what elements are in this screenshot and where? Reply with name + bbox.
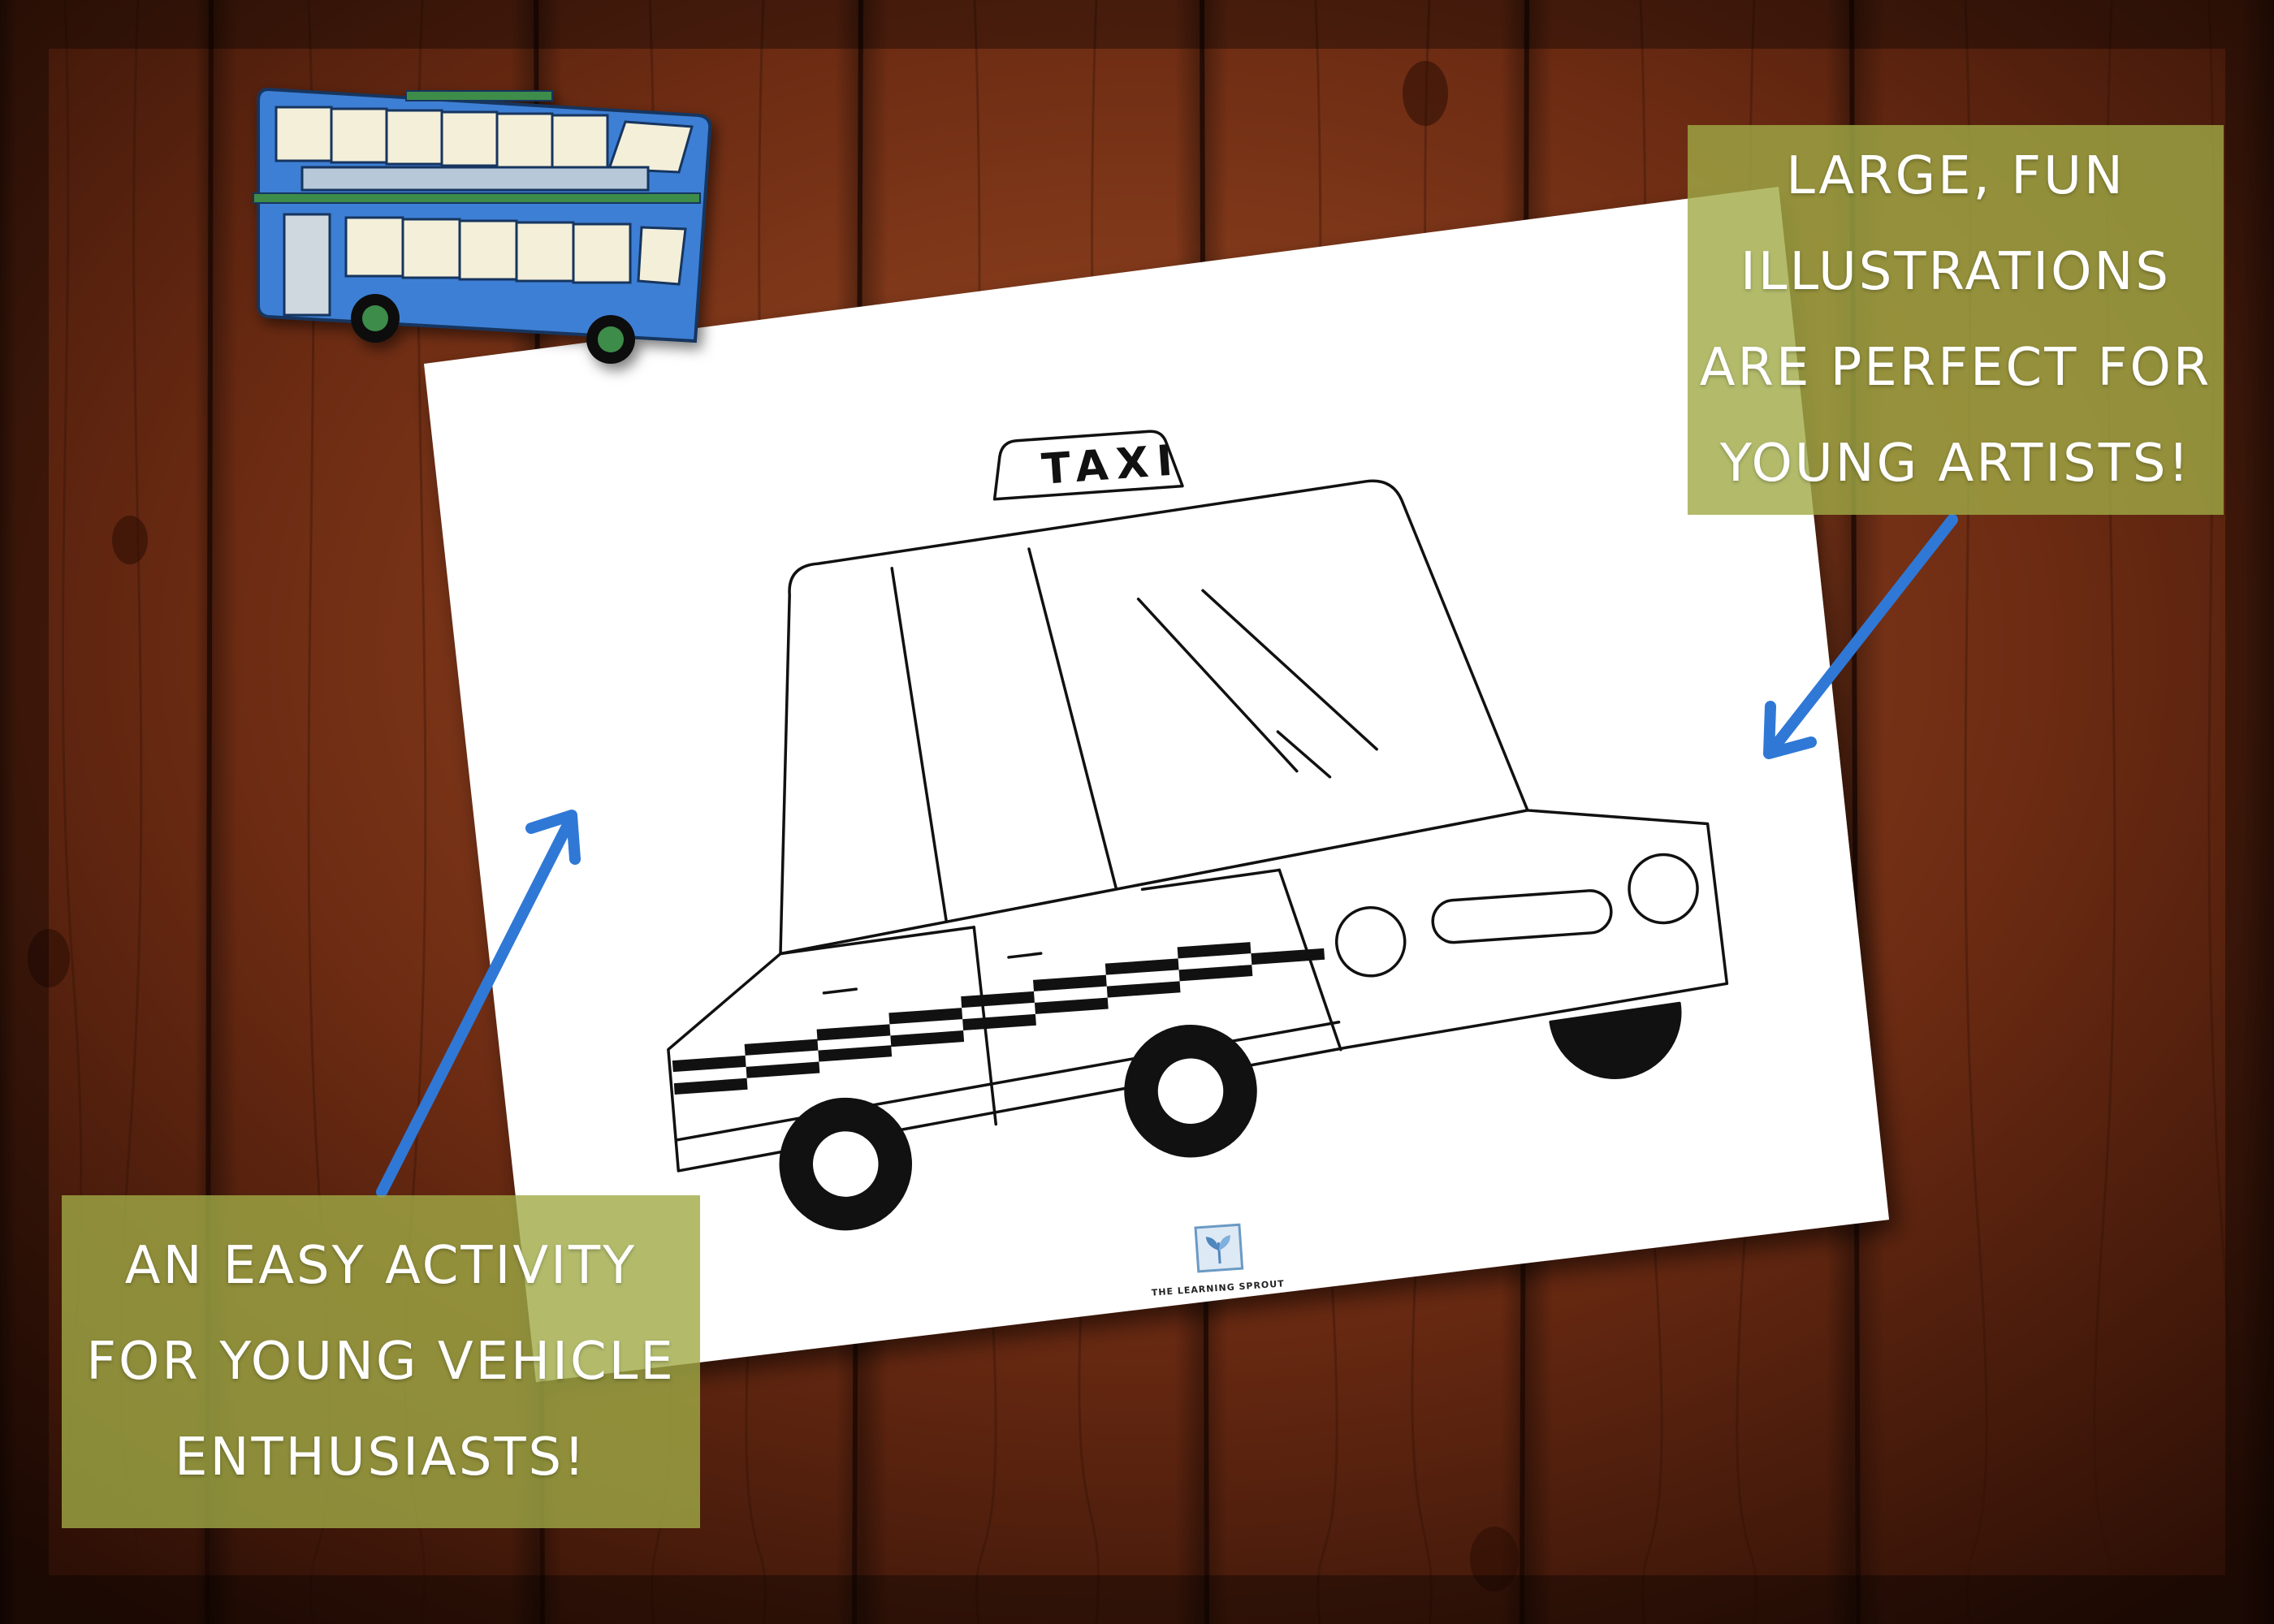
arrow-to-worksheet-bottom (376, 810, 581, 1198)
checker-stripe (672, 942, 1325, 1095)
bottom-caption-line: FOR YOUNG VEHICLE (86, 1332, 676, 1392)
sprout-leaf-icon (1194, 1223, 1244, 1273)
top-caption-line: LARGE, FUN (1786, 146, 2125, 206)
top-caption-line: ARE PERFECT FOR (1699, 338, 2212, 398)
top-caption-box: LARGE, FUN ILLUSTRATIONS ARE PERFECT FOR… (1688, 125, 2224, 515)
taxi-car-illustration (667, 430, 1729, 1231)
top-caption-line: YOUNG ARTISTS! (1719, 434, 2192, 494)
taxi-sign-label: TAXI (1040, 436, 1182, 495)
bottom-caption-line: AN EASY ACTIVITY (124, 1236, 638, 1296)
double-decker-bus-icon (253, 87, 712, 364)
bottom-caption-box: AN EASY ACTIVITY FOR YOUNG VEHICLE ENTHU… (62, 1195, 700, 1528)
arrow-to-worksheet-top (1763, 514, 1958, 759)
top-caption-line: ILLUSTRATIONS (1740, 242, 2172, 302)
bottom-caption-line: ENTHUSIASTS! (175, 1427, 587, 1488)
